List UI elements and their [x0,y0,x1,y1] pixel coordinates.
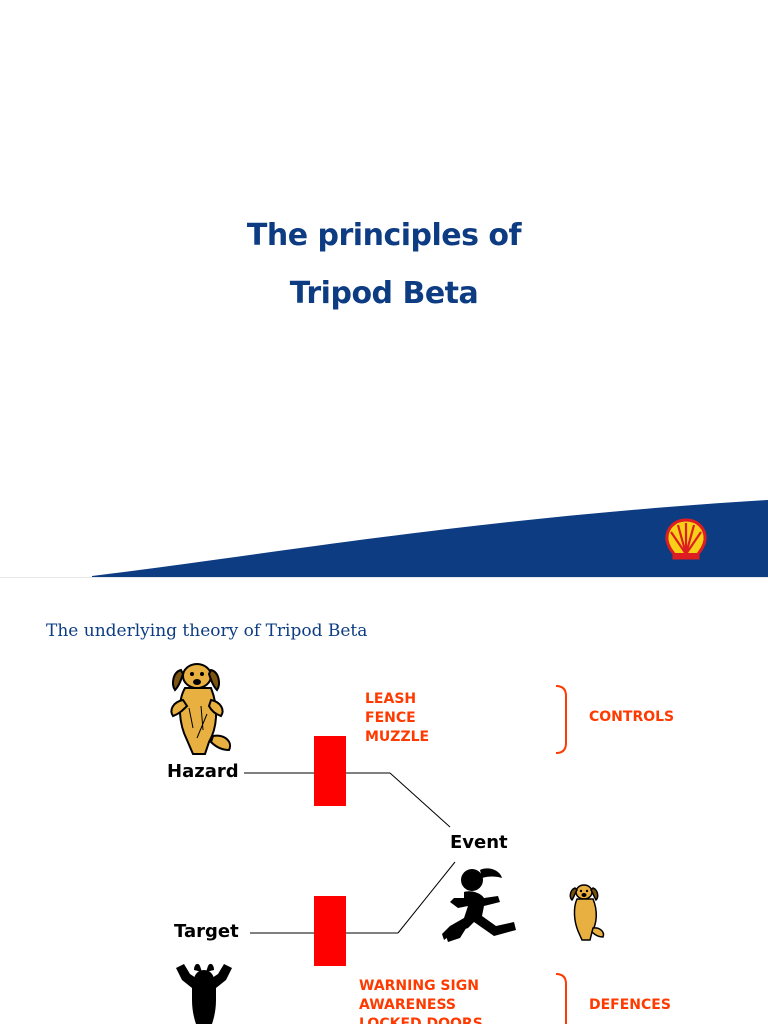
defence-item: AWARENESS [359,997,457,1013]
title-slide: The principles of Tripod Beta [92,218,768,578]
control-item: FENCE [365,710,416,726]
defences-barrier [314,896,346,966]
shell-logo-icon [665,518,707,560]
tripod-diagram [244,685,567,1024]
blue-swoosh-banner [92,500,768,578]
controls-barrier [314,736,346,806]
control-item: LEASH [365,691,417,707]
slide-divider [0,577,768,578]
event-label: Event [450,832,508,853]
defence-item: LOCKED DOORS [359,1016,483,1024]
slide-title-line-2: Tripod Beta [289,276,479,311]
small-dog-clipart-icon [569,884,605,941]
dog-clipart-icon [170,663,231,755]
defences-group-label: DEFENCES [589,997,671,1013]
slide-title-line-1: The principles of [246,218,522,253]
theory-slide: The underlying theory of Tripod Beta [0,578,768,1024]
hazard-label: Hazard [167,761,239,782]
controls-list: LEASH FENCE MUZZLE [365,690,429,747]
slide-heading: The underlying theory of Tripod Beta [46,621,368,641]
controls-bracket [555,685,567,754]
control-item: MUZZLE [365,729,430,745]
defence-item: WARNING SIGN [359,978,479,994]
child-silhouette-clipart-icon [176,963,232,1024]
target-connector [250,861,456,934]
running-child-clipart-icon [442,868,516,942]
hazard-connector [244,772,451,828]
defences-bracket [555,973,567,1024]
defences-list: WARNING SIGN AWARENESS LOCKED DOORS [359,977,483,1024]
target-label: Target [174,921,239,942]
controls-group-label: CONTROLS [589,709,675,725]
